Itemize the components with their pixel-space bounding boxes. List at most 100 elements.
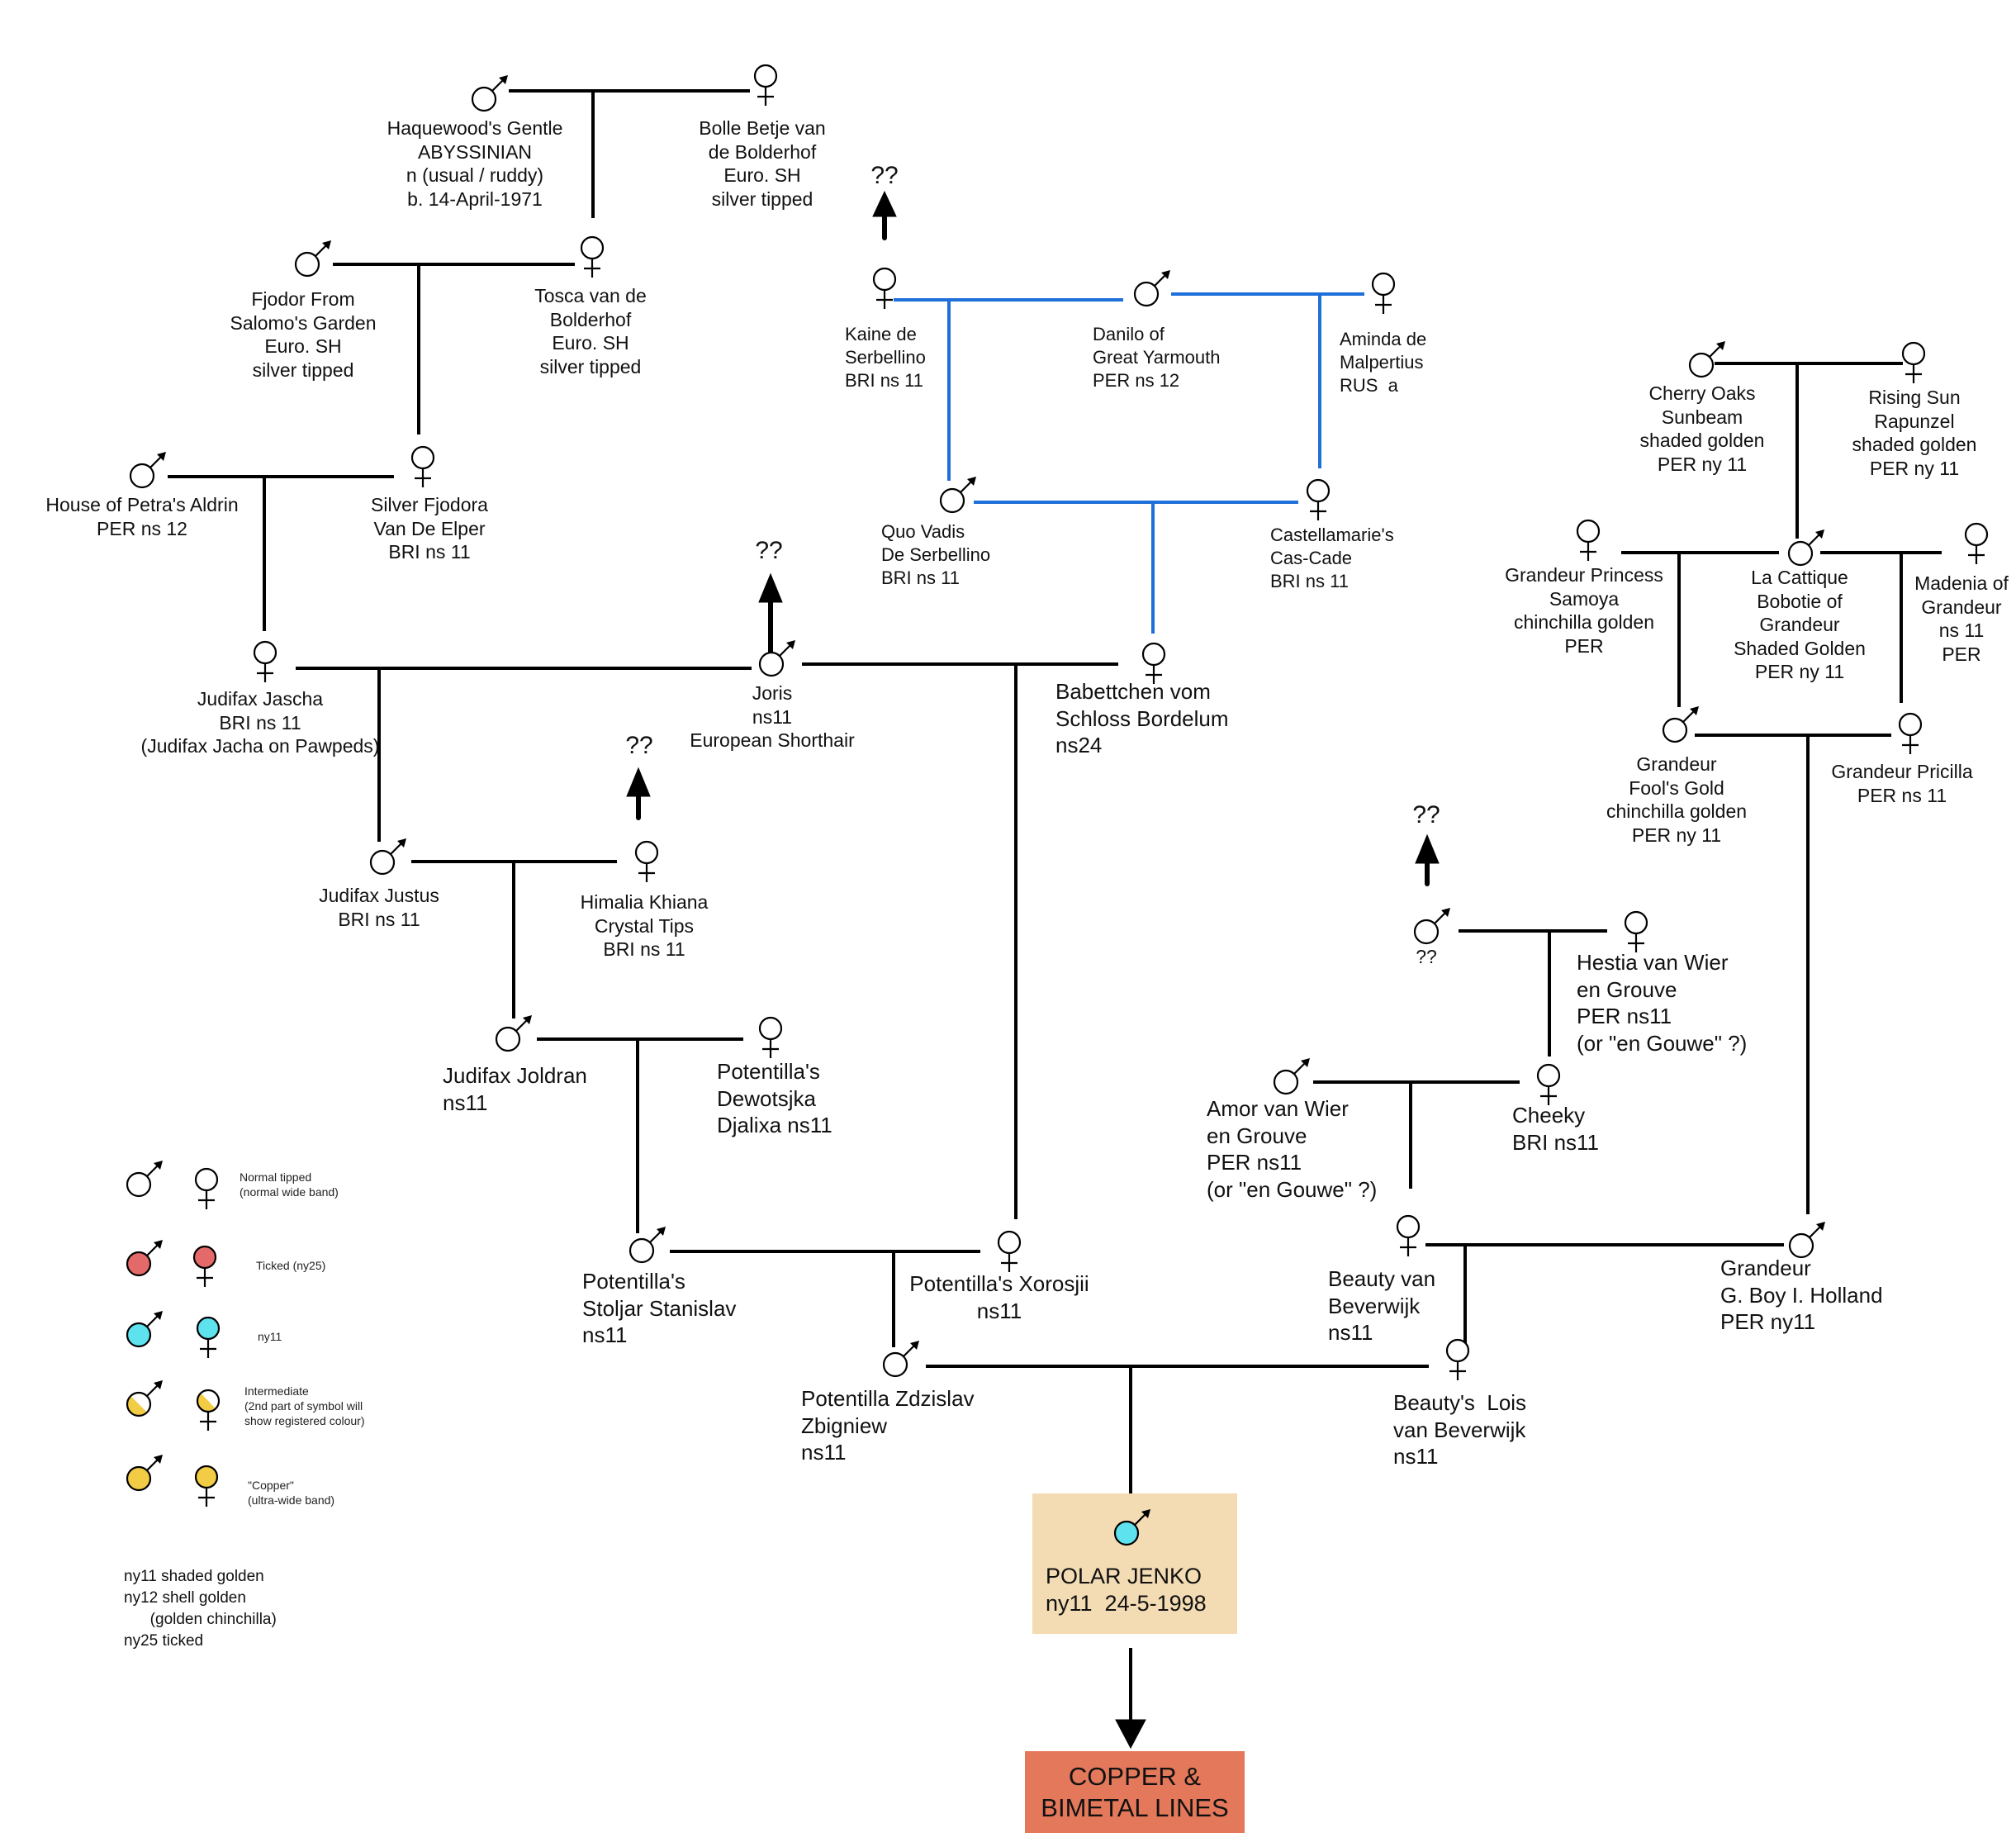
cat-label-fjodor: Fjodor From Salomo's Garden Euro. SH sil… [230, 288, 377, 381]
cat-label-kaine: Kaine de Serbellino BRI ns 11 [845, 324, 926, 391]
connector [1695, 734, 1891, 1214]
female-symbol [1964, 522, 1989, 564]
arrow-up-head [626, 767, 651, 797]
female-symbol [1901, 341, 1926, 383]
unknown-parent-label: ?? [755, 537, 783, 564]
cat-label-haquewood: Haquewood's Gentle ABYSSINIAN n (usual /… [387, 117, 563, 210]
cat-label-silver-fjodora: Silver Fjodora Van De Elper BRI ns 11 [371, 494, 488, 563]
cat-label-g-boy: Grandeur G. Boy I. Holland PER ny11 [1720, 1256, 1883, 1334]
male-ny11-symbol [126, 1311, 163, 1348]
focus-cat-box: POLAR JENKO ny11 24-5-1998 [1032, 1493, 1237, 1634]
connector [1459, 929, 1607, 1056]
male-normal-symbol [126, 1161, 163, 1198]
cat-label-zdzislav: Potentilla Zdzislav Zbigniew ns11 [801, 1386, 975, 1465]
connector [509, 89, 750, 218]
connector-blue [974, 501, 1298, 634]
male-symbol [129, 452, 166, 489]
male-copper-symbol [126, 1455, 163, 1492]
male-symbol [369, 838, 406, 876]
cat-label-aldrin: House of Petra's Aldrin PER ns 12 [45, 494, 239, 539]
focus-cat-detail: ny11 24-5-1998 [1046, 1591, 1207, 1616]
connector [1621, 551, 1779, 707]
connector [926, 1365, 1429, 1503]
male-symbol [495, 1015, 532, 1052]
unknown-parent-label: ?? [1412, 801, 1440, 829]
male-symbol [629, 1227, 666, 1264]
arrow-up-head [872, 190, 897, 217]
legend-intermediate: Intermediate (2nd part of symbol will sh… [244, 1384, 365, 1427]
cat-label-amor: Amor van Wier en Grouve PER ns11 (or "en… [1207, 1096, 1378, 1202]
male-symbol [939, 477, 976, 514]
female-intermediate-symbol [196, 1389, 221, 1431]
cat-label-danilo: Danilo of Great Yarmouth PER ns 12 [1093, 324, 1221, 391]
female-symbol [1396, 1214, 1421, 1256]
unknown-parent-label: ?? [870, 162, 899, 189]
male-symbol [1133, 270, 1170, 307]
connector-blue [894, 292, 1364, 481]
female-symbol [1445, 1338, 1470, 1380]
legend-ticked: Ticked (ny25) [256, 1259, 326, 1272]
unknown-parent-label: ?? [625, 732, 653, 759]
cat-label-dewotsjka: Potentilla's Dewotsjka Djalixa ns11 [717, 1059, 832, 1137]
cat-label-beauty: Beauty van Beverwijk ns11 [1328, 1266, 1436, 1345]
arrow-up-head [1415, 833, 1440, 864]
cat-label-bolle: Bolle Betje van de Bolderhof Euro. SH si… [699, 117, 826, 210]
male-symbol [758, 640, 795, 677]
cat-label-joris: Joris ns11 European Shorthair [690, 682, 855, 751]
connector [1820, 551, 1942, 703]
copper-bimetal-label: COPPER & BIMETAL LINES [1041, 1761, 1229, 1822]
female-symbol [1576, 519, 1601, 561]
male-symbol [294, 240, 331, 278]
focus-cat-name: POLAR JENKO [1046, 1564, 1202, 1588]
connector [168, 475, 394, 631]
female-symbol [872, 267, 897, 309]
male-symbol [1273, 1058, 1310, 1095]
female-symbol [1624, 910, 1648, 952]
cat-label-castellamarie: Castellamarie's Cas-Cade BRI ns 11 [1270, 525, 1394, 591]
cat-label-unknown-male: ?? [1416, 946, 1437, 967]
female-symbol [410, 445, 435, 487]
male-intermediate-symbol [126, 1380, 163, 1417]
cat-label-joldran: Judifax Joldran ns11 [443, 1063, 587, 1115]
female-symbol [634, 840, 659, 882]
male-ny11-symbol [1113, 1509, 1150, 1546]
female-symbol [1898, 712, 1923, 754]
female-symbol [997, 1230, 1022, 1272]
female-normal-symbol [194, 1167, 219, 1209]
female-symbol [758, 1016, 783, 1058]
cat-label-fools-gold: Grandeur Fool's Gold chinchilla golden P… [1606, 753, 1748, 846]
connector [802, 662, 1118, 1219]
male-symbol [471, 75, 508, 112]
connector [670, 1250, 980, 1347]
connector [537, 1037, 743, 1233]
cat-label-rising: Rising Sun Rapunzel shaded golden PER ny… [1852, 387, 1977, 479]
cat-label-aminda: Aminda de Malpertius RUS a [1340, 329, 1427, 396]
cat-label-xorosjii: Potentilla's Xorosjii ns11 [909, 1271, 1089, 1323]
cat-label-hestia: Hestia van Wier en Grouve PER ns11 (or "… [1577, 950, 1748, 1056]
cat-label-tosca: Tosca van de Bolderhof Euro. SH silver t… [534, 285, 647, 377]
arrow-up-head [758, 572, 783, 603]
arrow-down-head [1115, 1719, 1146, 1750]
legend-ny11: ny11 [258, 1330, 282, 1343]
connector [1425, 1243, 1784, 1347]
male-symbol [1413, 908, 1450, 945]
female-symbol [580, 235, 605, 278]
cat-label-justus: Judifax Justus BRI ns 11 [319, 885, 439, 930]
copper-bimetal-box: COPPER & BIMETAL LINES [1025, 1751, 1245, 1833]
cat-label-la-cattique: La Cattique Bobotie of Grandeur Shaded G… [1734, 567, 1866, 682]
male-symbol [1788, 1222, 1825, 1259]
female-ticked-symbol [192, 1245, 217, 1287]
connector [296, 667, 752, 842]
connector [1313, 1080, 1520, 1189]
connector [411, 860, 617, 1018]
male-symbol [1688, 341, 1725, 378]
cat-label-jascha: Judifax Jascha BRI ns 11 (Judifax Jacha … [140, 688, 380, 757]
female-ny11-symbol [196, 1316, 221, 1358]
female-symbol [1141, 642, 1166, 684]
female-symbol [1371, 272, 1396, 314]
cat-label-pricilla: Grandeur Pricilla PER ns 11 [1831, 761, 1973, 806]
cat-label-lois: Beauty's Lois van Beverwijk ns11 [1393, 1390, 1527, 1469]
female-symbol [253, 640, 277, 682]
cat-label-cheeky: Cheeky BRI ns11 [1512, 1103, 1600, 1155]
